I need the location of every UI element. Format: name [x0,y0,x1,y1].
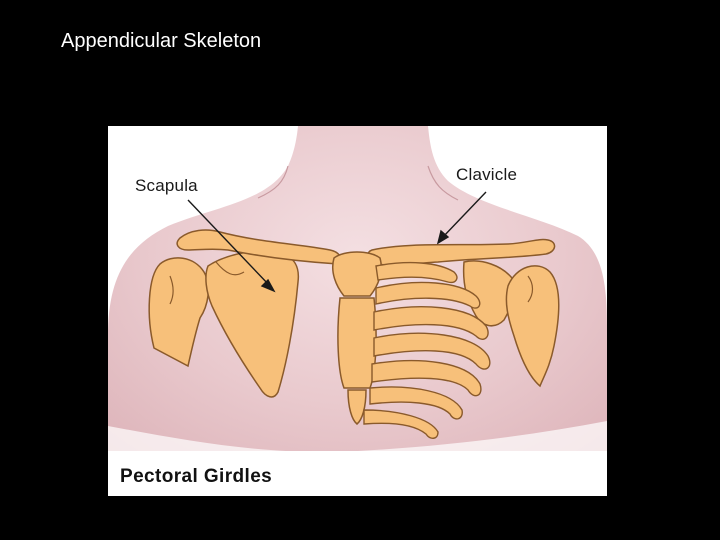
sternum-body [337,297,377,389]
rib [373,306,489,340]
rib [373,332,491,370]
rib [375,281,481,309]
xiphoid [347,389,367,425]
left-humerus [148,257,210,368]
caption-band [108,451,607,496]
neck-outline [257,165,289,199]
scapula-arrowhead [260,278,276,293]
clavicle-arrow [441,191,487,239]
scapula-label: Scapula [135,176,198,195]
scapula-arrow [187,199,271,287]
anatomy-drawing [108,126,607,496]
figure-caption: Pectoral Girdles [120,466,273,487]
slide-title: Appendicular Skeleton [61,30,262,52]
rib-cage [363,261,491,439]
clavicle-arrowhead [436,229,450,245]
label-arrows [187,191,487,293]
rib [375,261,458,284]
rib [363,409,439,439]
sternum-manubrium [332,251,382,297]
right-humerus [505,265,560,388]
lower-fade [108,421,607,456]
clavicle-label: Clavicle [456,165,518,184]
rib [369,386,463,420]
pectoral-girdle-illustration: Scapula Clavicle Pectoral Girdles [108,126,607,496]
rib [371,359,482,397]
neck-outline-right [427,165,459,201]
